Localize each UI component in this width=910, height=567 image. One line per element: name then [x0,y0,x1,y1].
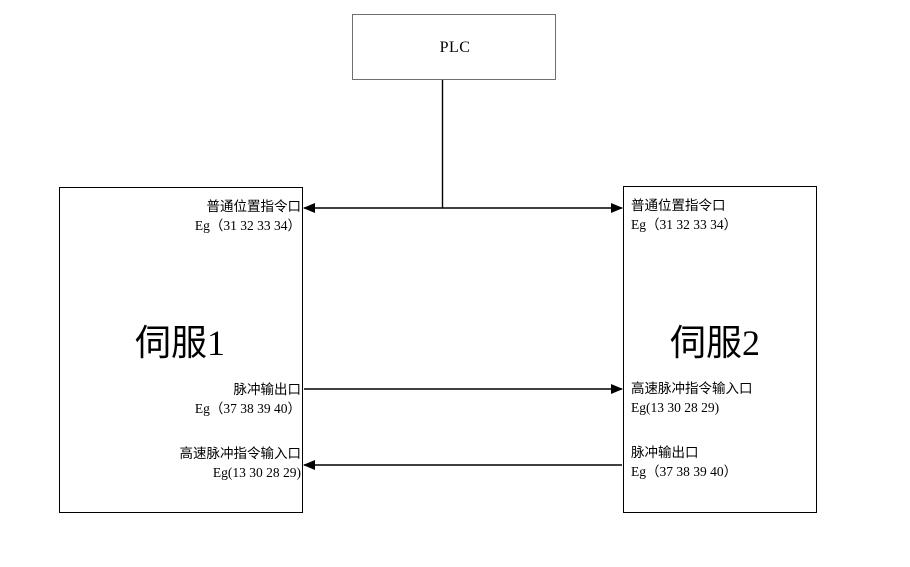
servo1-node[interactable] [59,187,303,513]
plc-node[interactable]: PLC [352,14,556,80]
servo2-high-speed-pulse-command-input-port: 高速脉冲指令输入口 Eg(13 30 28 29) [631,379,821,417]
servo2-pulse-output-port-pins: Eg（37 38 39 40） [631,464,738,479]
servo2-high-speed-pulse-command-input-port-pins: Eg(13 30 28 29) [631,400,720,415]
servo1-pulse-output-port-pins: Eg（37 38 39 40） [194,401,301,416]
servo1-title: 伺服1 [134,323,225,363]
servo1-pulse-output-port: 脉冲输出口 Eg（37 38 39 40） [60,380,301,418]
servo2-title: 伺服2 [670,323,761,363]
servo2-normal-position-command-port-pins: Eg（31 32 33 34） [631,217,738,232]
servo1-high-speed-pulse-command-input-port-label: 高速脉冲指令输入口 [179,446,302,461]
plc-label: PLC [439,39,471,56]
servo1-normal-position-command-port-pins: Eg（31 32 33 34） [194,218,301,233]
servo1-normal-position-command-port: 普通位置指令口 Eg（31 32 33 34） [60,197,301,235]
servo2-high-speed-pulse-command-input-port-label: 高速脉冲指令输入口 [631,381,753,396]
servo2-normal-position-command-port: 普通位置指令口 Eg（31 32 33 34） [631,196,821,234]
servo2-normal-position-command-port-label: 普通位置指令口 [631,198,726,213]
servo1-high-speed-pulse-command-input-port-pins: Eg(13 30 28 29) [212,465,301,480]
servo2-node[interactable] [623,186,817,513]
servo1-pulse-output-port-label: 脉冲输出口 [233,382,302,397]
servo1-high-speed-pulse-command-input-port: 高速脉冲指令输入口 Eg(13 30 28 29) [60,444,302,482]
servo1-normal-position-command-port-label: 普通位置指令口 [206,199,302,214]
servo2-pulse-output-port: 脉冲输出口 Eg（37 38 39 40） [631,443,821,481]
servo2-pulse-output-port-label: 脉冲输出口 [631,445,699,460]
